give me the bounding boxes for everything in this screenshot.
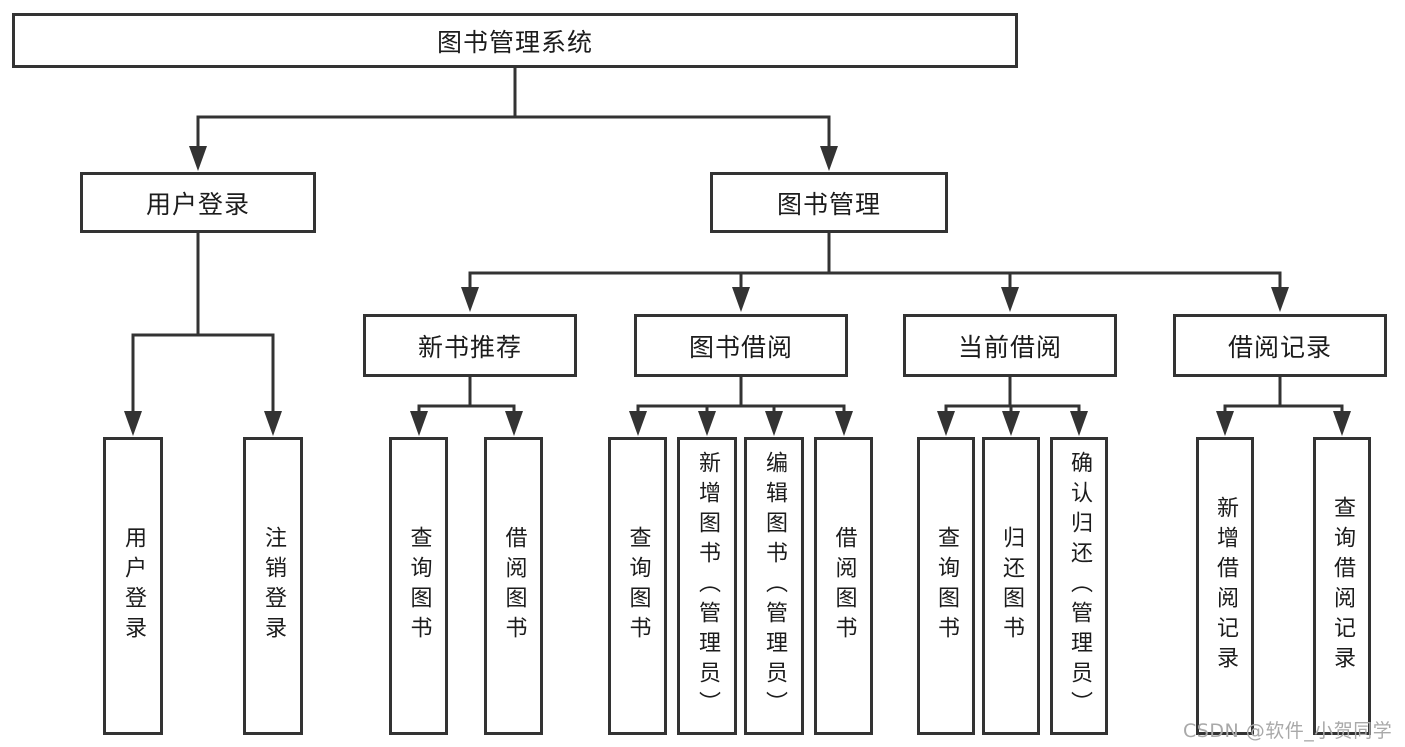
node-book-management: 图书管理 [710, 172, 948, 233]
arrowhead [1216, 411, 1234, 436]
arrowhead [189, 146, 207, 171]
leaf-query-borrow-record: 查询借阅记录 [1313, 437, 1371, 735]
leaf-confirm-return-admin: 确认归还（管理员） [1050, 437, 1108, 735]
arrowhead [1070, 411, 1088, 436]
leaf-user-login: 用户登录 [103, 437, 163, 735]
arrowhead [937, 411, 955, 436]
arrowhead [698, 411, 716, 436]
node-library-management-system: 图书管理系统 [12, 13, 1018, 68]
arrowhead [820, 146, 838, 171]
arrowhead [410, 411, 428, 436]
leaf-edit-book-admin: 编辑图书（管理员） [744, 437, 804, 735]
arrowhead [1002, 411, 1020, 436]
arrowhead [732, 287, 750, 312]
leaf-borrow-books-borrowing: 借阅图书 [814, 437, 873, 735]
node-borrowing-records: 借阅记录 [1173, 314, 1387, 377]
arrowhead [124, 411, 142, 436]
arrowhead [765, 411, 783, 436]
leaf-query-books-recommend: 查询图书 [389, 437, 448, 735]
arrowhead [835, 411, 853, 436]
leaf-borrow-books-recommend: 借阅图书 [484, 437, 543, 735]
arrowhead [1333, 411, 1351, 436]
arrowhead [461, 287, 479, 312]
leaf-add-borrow-record: 新增借阅记录 [1196, 437, 1254, 735]
arrowhead [264, 411, 282, 436]
arrowheads [124, 146, 1351, 436]
leaf-add-book-admin: 新增图书（管理员） [677, 437, 737, 735]
node-new-book-recommendation: 新书推荐 [363, 314, 577, 377]
arrowhead [1001, 287, 1019, 312]
leaf-return-book: 归还图书 [982, 437, 1040, 735]
arrowhead [629, 411, 647, 436]
leaf-query-books-borrowing: 查询图书 [608, 437, 667, 735]
leaf-logout: 注销登录 [243, 437, 303, 735]
arrowhead [1271, 287, 1289, 312]
node-user-login: 用户登录 [80, 172, 316, 233]
node-current-borrowing: 当前借阅 [903, 314, 1117, 377]
node-book-borrowing: 图书借阅 [634, 314, 848, 377]
leaf-query-books-current: 查询图书 [917, 437, 975, 735]
arrowhead [505, 411, 523, 436]
connector-path [131, 66, 1344, 417]
watermark: CSDN @软件_小贺同学 [1183, 720, 1393, 742]
